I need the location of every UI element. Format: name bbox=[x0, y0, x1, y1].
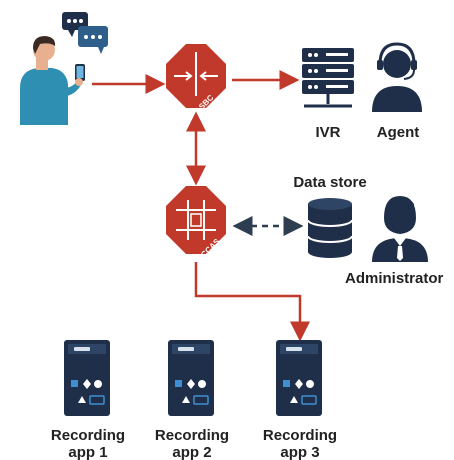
recording-device-icon bbox=[168, 340, 214, 416]
recording-app-2-label-line1: Recording bbox=[155, 427, 229, 444]
recording-app-1-label-line2: app 1 bbox=[68, 444, 107, 460]
headset-agent-icon bbox=[372, 42, 422, 112]
recording-app-3-label-line2: app 3 bbox=[280, 444, 319, 460]
recording-app-2-label-line2: app 2 bbox=[172, 444, 211, 460]
chat-bubbles-icon bbox=[62, 12, 108, 54]
database-icon bbox=[307, 198, 353, 258]
data-store-label: Data store bbox=[293, 174, 366, 191]
administrator-label: Administrator bbox=[345, 270, 444, 287]
recording-device-icon bbox=[276, 340, 322, 416]
occas-node: OCCAS bbox=[166, 186, 226, 264]
recording-app-1-label-line1: Recording bbox=[51, 427, 125, 444]
sbc-node: SBC bbox=[166, 44, 226, 111]
recording-app-3-label-line1: Recording bbox=[263, 427, 337, 444]
ivr-label: IVR bbox=[315, 124, 340, 141]
administrator-icon bbox=[372, 196, 428, 262]
agent-label: Agent bbox=[377, 124, 420, 141]
connectors bbox=[92, 70, 310, 342]
person-phone-icon bbox=[20, 36, 85, 125]
server-icon bbox=[302, 48, 354, 108]
recording-device-icon bbox=[64, 340, 110, 416]
occas-to-recording-arrow bbox=[194, 262, 310, 342]
